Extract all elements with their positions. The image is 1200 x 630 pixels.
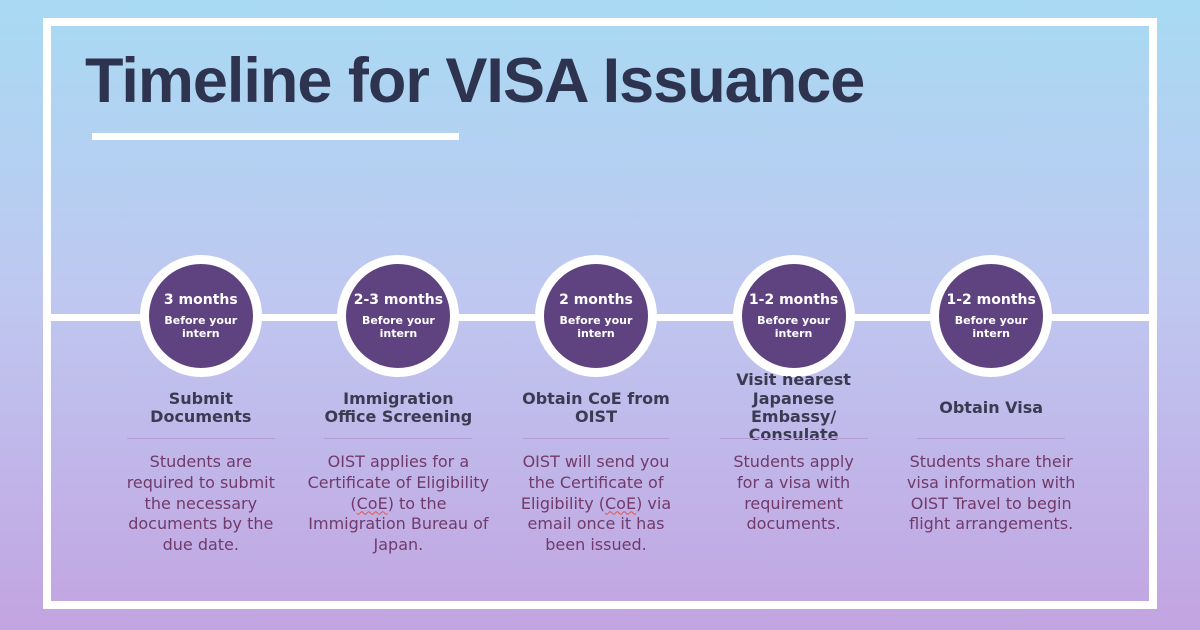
step-divider bbox=[719, 438, 868, 439]
step-divider bbox=[521, 438, 670, 439]
step-description-text: ) to the Immigration Bureau of Japan. bbox=[308, 493, 489, 555]
step-heading-box: Visit nearest Japanese Embassy/ Consulat… bbox=[713, 371, 875, 444]
step-caption: Before your intern bbox=[164, 313, 238, 340]
step-divider bbox=[324, 438, 473, 439]
step-divider bbox=[917, 438, 1066, 439]
page-title: Timeline for VISA Issuance bbox=[85, 46, 865, 116]
step-description-text: Students apply for a visa with requireme… bbox=[733, 452, 854, 534]
step-circle-badge: 2-3 months Before your intern bbox=[337, 255, 460, 377]
step-description: Students apply for a visa with requireme… bbox=[724, 452, 864, 535]
step-description: Students share their visa information wi… bbox=[899, 452, 1084, 535]
step-caption: Before your intern bbox=[757, 313, 831, 340]
step-heading-box: Obtain CoE from OIST bbox=[515, 380, 677, 436]
step-description-text: OIST will send you the Certificate of El… bbox=[520, 452, 670, 513]
step-caption: Before your intern bbox=[559, 313, 633, 340]
step-heading-box: Obtain Visa bbox=[910, 380, 1072, 436]
step-description: Students are required to submit the nece… bbox=[118, 452, 283, 556]
step-circle-badge: 3 months Before your intern bbox=[139, 255, 262, 377]
step-heading: Immigration Office Screening bbox=[324, 388, 473, 426]
step-description: OIST will send you the Certificate of El… bbox=[508, 452, 683, 556]
step-description-text: OIST applies for a Certificate of Eligib… bbox=[307, 452, 490, 513]
step-description-text: ) via email once it has been issued. bbox=[527, 493, 672, 555]
step-caption: Before your intern bbox=[361, 313, 435, 340]
timeline-step: 3 months Before your intern Submit Docum… bbox=[102, 255, 300, 556]
step-heading: Submit Documents bbox=[150, 388, 252, 426]
step-duration: 2-3 months bbox=[353, 291, 444, 308]
step-divider bbox=[126, 438, 275, 439]
border-frame bbox=[43, 18, 1157, 609]
step-heading-box: Submit Documents bbox=[120, 380, 282, 436]
timeline-step: 1-2 months Before your intern Visit near… bbox=[695, 255, 893, 556]
timeline-step: 2-3 months Before your intern Immigratio… bbox=[300, 255, 498, 556]
step-description-text: Students share their visa information wi… bbox=[906, 452, 1076, 534]
timeline-steps: 3 months Before your intern Submit Docum… bbox=[102, 255, 1090, 556]
step-description: OIST applies for a Certificate of Eligib… bbox=[303, 452, 493, 556]
step-heading: Visit nearest Japanese Embassy/ Consulat… bbox=[736, 370, 851, 445]
step-circle-badge: 2 months Before your intern bbox=[534, 255, 657, 377]
step-circle-badge: 1-2 months Before your intern bbox=[930, 255, 1053, 377]
step-duration: 3 months bbox=[163, 291, 238, 308]
spellcheck-marked-word: CoE bbox=[605, 493, 637, 513]
step-circle-badge: 1-2 months Before your intern bbox=[732, 255, 855, 377]
timeline-step: 1-2 months Before your intern Obtain Vis… bbox=[892, 255, 1090, 556]
step-duration: 1-2 months bbox=[946, 291, 1036, 308]
step-description-text: Students are required to submit the nece… bbox=[126, 452, 275, 555]
step-heading: Obtain Visa bbox=[939, 397, 1044, 417]
title-underline bbox=[92, 133, 459, 140]
timeline-step: 2 months Before your intern Obtain CoE f… bbox=[497, 255, 695, 556]
step-heading-box: Immigration Office Screening bbox=[317, 380, 479, 436]
spellcheck-marked-word: CoE bbox=[356, 493, 388, 513]
step-heading: Obtain CoE from OIST bbox=[522, 388, 670, 426]
step-caption: Before your intern bbox=[954, 313, 1028, 340]
step-duration: 1-2 months bbox=[748, 291, 839, 308]
step-duration: 2 months bbox=[559, 291, 633, 308]
